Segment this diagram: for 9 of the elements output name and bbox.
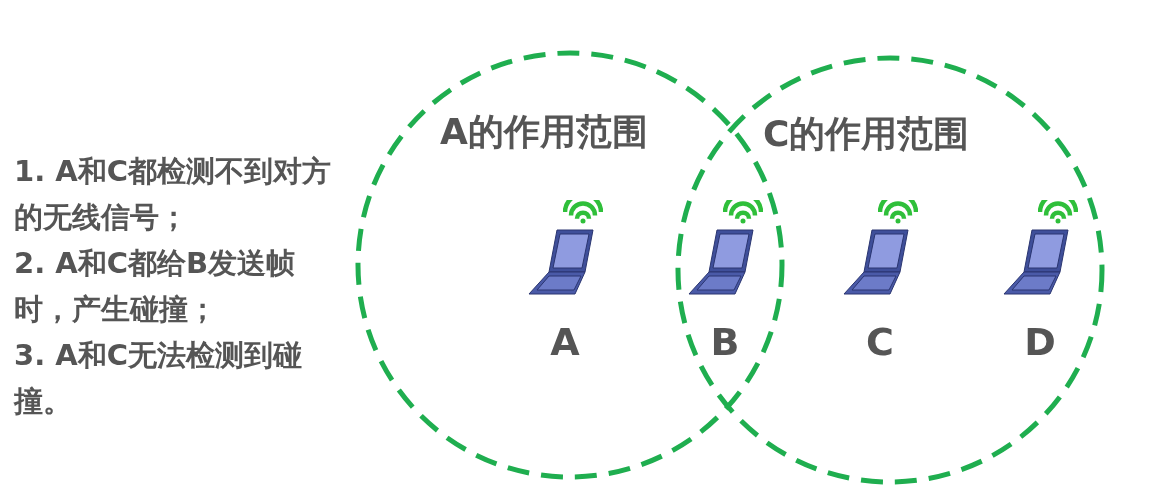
note-text: 1. A和C都检测不到对方的无线信号； bbox=[14, 153, 333, 236]
note-text: 3. A和C无法检测到碰撞。 bbox=[14, 337, 304, 420]
node-label: D bbox=[1023, 320, 1057, 364]
note-text: 2. A和C都给B发送帧时，产生碰撞； bbox=[14, 245, 297, 328]
node-label: A bbox=[549, 320, 581, 364]
range-label: C的作用范围 bbox=[763, 112, 970, 156]
range-label: A的作用范围 bbox=[440, 110, 648, 154]
node-label: B bbox=[709, 320, 741, 364]
node-label: C bbox=[865, 320, 895, 364]
